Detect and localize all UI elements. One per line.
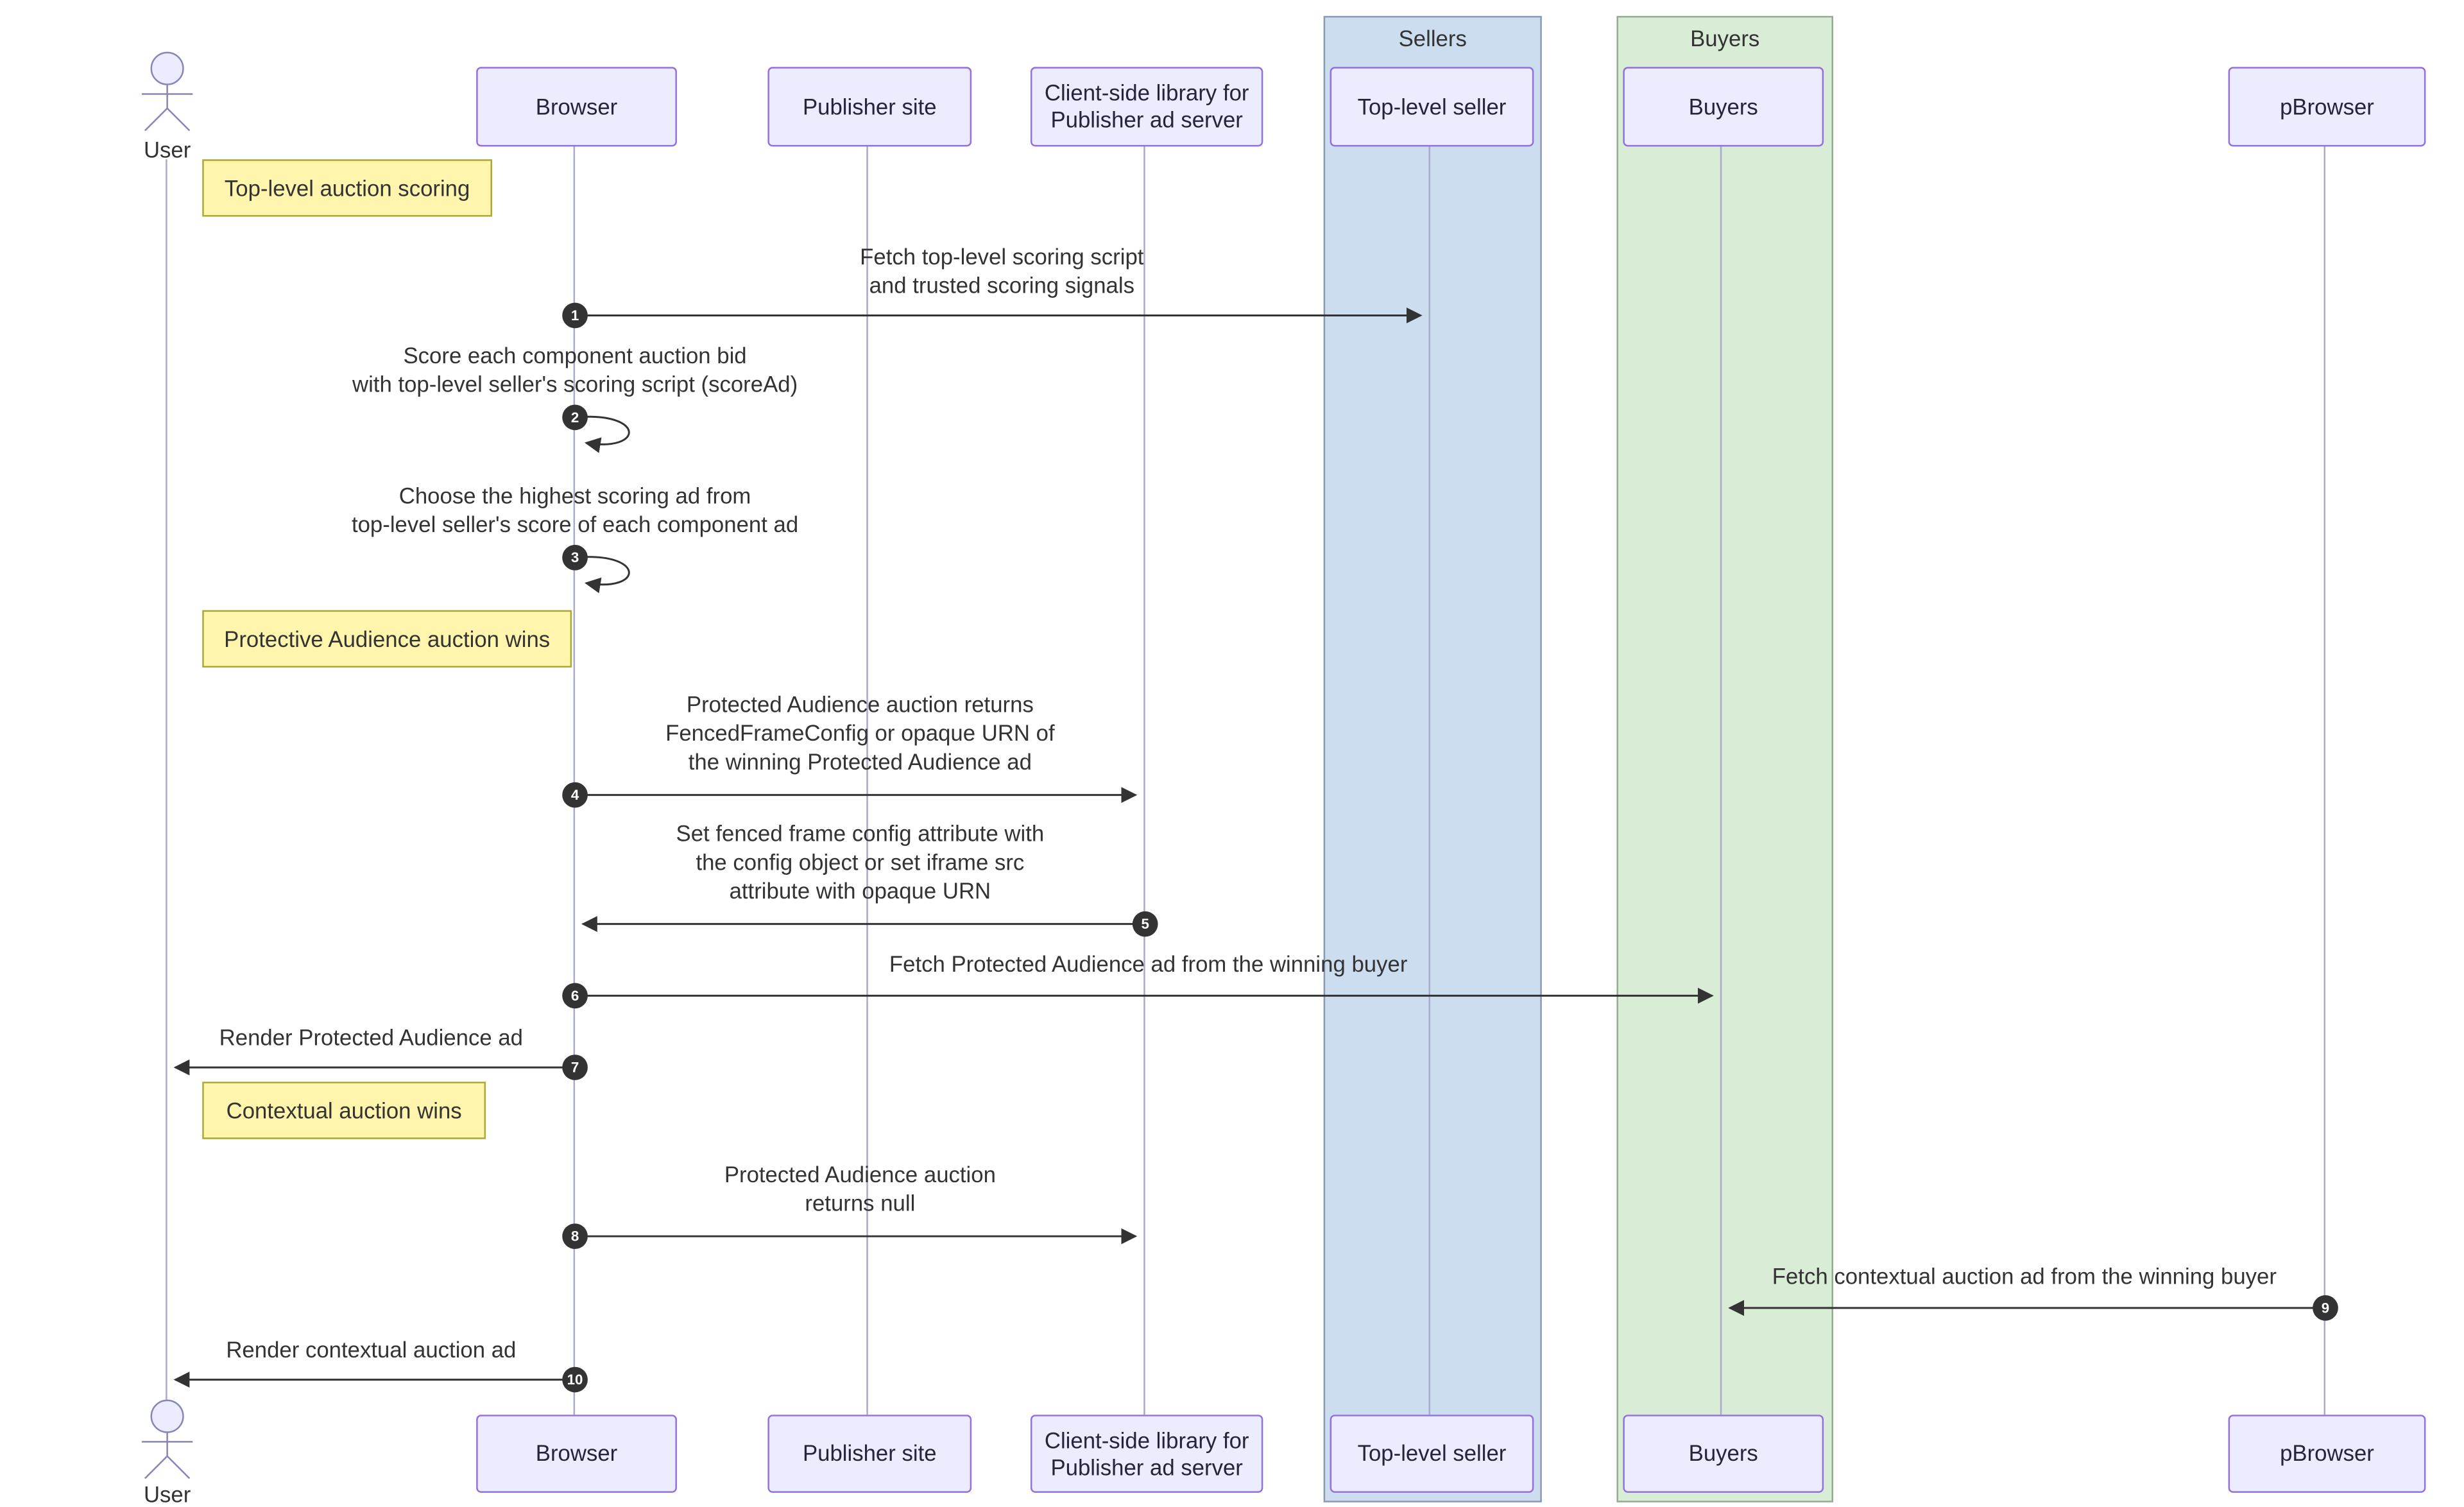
message-8-text: Protected Audience auction returns null (724, 1161, 996, 1216)
lifeline-buyers (1720, 143, 1722, 1415)
message-8-number: 8 (562, 1223, 588, 1250)
message-3-self-loop (574, 556, 630, 594)
message-7-text: Render Protected Audience ad (219, 1024, 524, 1050)
user-label-bottom: User (143, 1481, 191, 1507)
note-top-level-auction-scoring: Top-level auction scoring (202, 159, 492, 217)
message-10-text: Render contextual auction ad (226, 1336, 517, 1363)
message-2-text: Score each component auction bid with to… (352, 342, 798, 397)
message-9-text: Fetch contextual auction ad from the win… (1772, 1263, 2277, 1289)
message-2-number: 2 (562, 404, 588, 431)
participant-top-level-seller-bottom: Top-level seller (1330, 1415, 1534, 1493)
lifeline-ad-server-library (1143, 143, 1145, 1415)
lifeline-top-level-seller (1428, 143, 1431, 1415)
lifeline-user (166, 159, 167, 1400)
message-3-text: Choose the highest scoring ad from top-l… (351, 483, 799, 537)
participant-buyers-top: Buyers (1623, 67, 1824, 147)
group-buyers: Buyers (1616, 15, 1834, 1503)
participant-ad-server-library-bottom: Client-side library for Publisher ad ser… (1030, 1415, 1263, 1493)
message-5-number: 5 (1132, 911, 1158, 937)
participant-top-level-seller-top: Top-level seller (1330, 67, 1534, 147)
message-6-number: 6 (562, 983, 588, 1009)
participant-pbrowser-bottom: pBrowser (2228, 1415, 2426, 1493)
note-contextual-auction-wins: Contextual auction wins (202, 1081, 486, 1139)
group-buyers-label: Buyers (1690, 25, 1760, 51)
participant-pbrowser-top: pBrowser (2228, 67, 2426, 147)
message-6-text: Fetch Protected Audience ad from the win… (889, 951, 1408, 977)
message-2-self-loop (574, 415, 630, 453)
participant-buyers-bottom: Buyers (1623, 1415, 1824, 1493)
message-9-number: 9 (2313, 1295, 2338, 1321)
message-3-number: 3 (562, 544, 588, 571)
participant-browser-top: Browser (476, 67, 677, 147)
group-sellers-label: Sellers (1398, 25, 1467, 51)
participant-browser-bottom: Browser (476, 1415, 677, 1493)
message-10-number: 10 (562, 1366, 588, 1393)
lifeline-browser (573, 143, 576, 1415)
user-actor-icon-top (141, 51, 193, 132)
lifeline-publisher-site (866, 143, 868, 1415)
user-label-top: User (143, 137, 191, 163)
message-4-text: Protected Audience auction returns Fence… (665, 691, 1055, 775)
message-7-number: 7 (562, 1055, 588, 1080)
message-5-text: Set fenced frame config attribute with t… (676, 820, 1045, 904)
participant-publisher-site-top: Publisher site (767, 67, 972, 147)
group-sellers: Sellers (1323, 15, 1542, 1503)
participant-publisher-site-bottom: Publisher site (767, 1415, 972, 1493)
participant-ad-server-library-top: Client-side library for Publisher ad ser… (1030, 67, 1263, 147)
message-1-text: Fetch top-level scoring script and trust… (860, 243, 1144, 298)
user-actor-icon-bottom (141, 1399, 193, 1479)
message-4-number: 4 (562, 782, 588, 808)
lifeline-pbrowser (2323, 143, 2326, 1415)
note-protective-audience-auction-wins: Protective Audience auction wins (202, 610, 572, 668)
message-1-number: 1 (562, 302, 588, 329)
